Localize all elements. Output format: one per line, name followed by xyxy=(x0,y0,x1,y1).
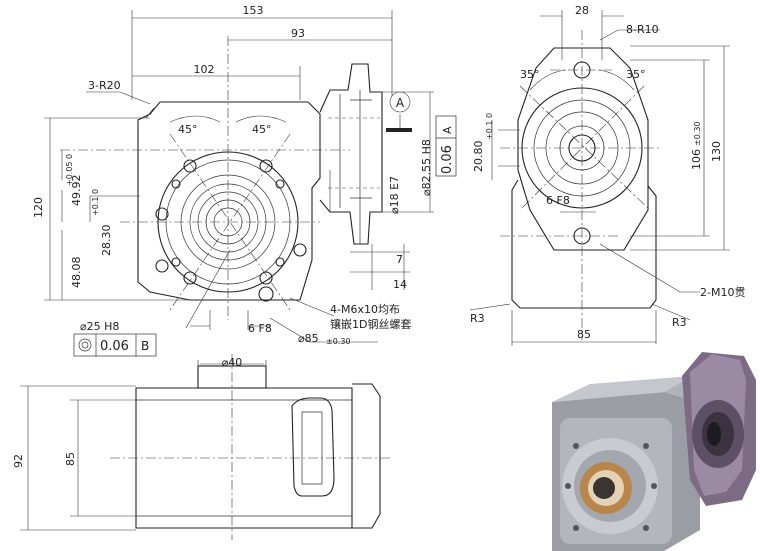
dia-85-label: ⌀85 xyxy=(298,332,319,345)
dim-28: 28 xyxy=(575,4,589,17)
dim-6-f8: 6 F8 xyxy=(248,322,272,335)
dim-130: 130 xyxy=(710,141,723,162)
note-thread-line2: 镶嵌1D钢丝螺套 xyxy=(330,317,411,331)
angle-35-right: 35° xyxy=(626,68,646,81)
dim-48-08: 48.08 xyxy=(70,257,83,289)
tolerance-b-ref: B xyxy=(141,339,149,353)
radius-r3-right: R3 xyxy=(672,316,687,329)
datum-a-label: A xyxy=(396,96,405,110)
dia-25-label: ⌀25 H8 xyxy=(80,320,119,333)
angle-45-right: 45° xyxy=(252,123,272,136)
front-view xyxy=(44,10,434,343)
dim-106-tolerance: ±0.30 xyxy=(693,121,702,146)
angle-45-left: 45° xyxy=(178,123,198,136)
dim-49-92: 49.92 xyxy=(70,175,83,207)
dim-6-f8-side: 6 F8 xyxy=(546,194,570,207)
tolerance-a-ref: A xyxy=(441,126,454,134)
dim-7: 7 xyxy=(396,253,403,266)
dim-28-30-tolerance: +0.1 0 xyxy=(91,189,100,216)
dim-92: 92 xyxy=(12,454,25,468)
side-view xyxy=(469,10,730,346)
radius-r3-left: R3 xyxy=(470,312,485,325)
radius-r10-label: 8-R10 xyxy=(626,23,659,36)
dia-40-label: ⌀40 xyxy=(222,356,243,369)
top-view xyxy=(20,354,390,540)
dim-20-80: 20.80 xyxy=(472,141,485,173)
note-thread-line1: 4-M6x10均布 xyxy=(330,303,400,316)
dim-102: 102 xyxy=(194,63,215,76)
dia-18-label: ⌀18 E7 xyxy=(388,176,401,214)
dim-153: 153 xyxy=(243,4,264,17)
radius-r20-label: 3-R20 xyxy=(88,79,121,92)
dim-120: 120 xyxy=(32,197,45,218)
tolerance-frame-b xyxy=(73,333,157,357)
thread-m10-label: 2-M10贯 xyxy=(700,286,745,299)
flatness-icon xyxy=(78,338,92,352)
angle-35-left: 35° xyxy=(520,68,540,81)
dia-85-tolerance: ±0.30 xyxy=(326,337,351,346)
dim-14: 14 xyxy=(393,278,407,291)
dim-85-top: 85 xyxy=(64,452,77,466)
tolerance-a-value: 0.06 xyxy=(440,145,455,174)
dim-49-92-tolerance: +0.05 0 xyxy=(65,154,74,186)
tolerance-b-value: 0.06 xyxy=(100,339,129,354)
dia-82-55-label: ⌀82.55 H8 xyxy=(420,139,433,196)
dim-20-80-tolerance: +0.1 0 xyxy=(485,113,494,140)
3d-render-image xyxy=(540,344,760,551)
dim-85-side: 85 xyxy=(577,328,591,341)
dim-28-30: 28.30 xyxy=(100,225,113,257)
dim-93: 93 xyxy=(291,27,305,40)
tolerance-frame-a xyxy=(435,115,457,177)
dim-106: 106 xyxy=(690,149,703,170)
